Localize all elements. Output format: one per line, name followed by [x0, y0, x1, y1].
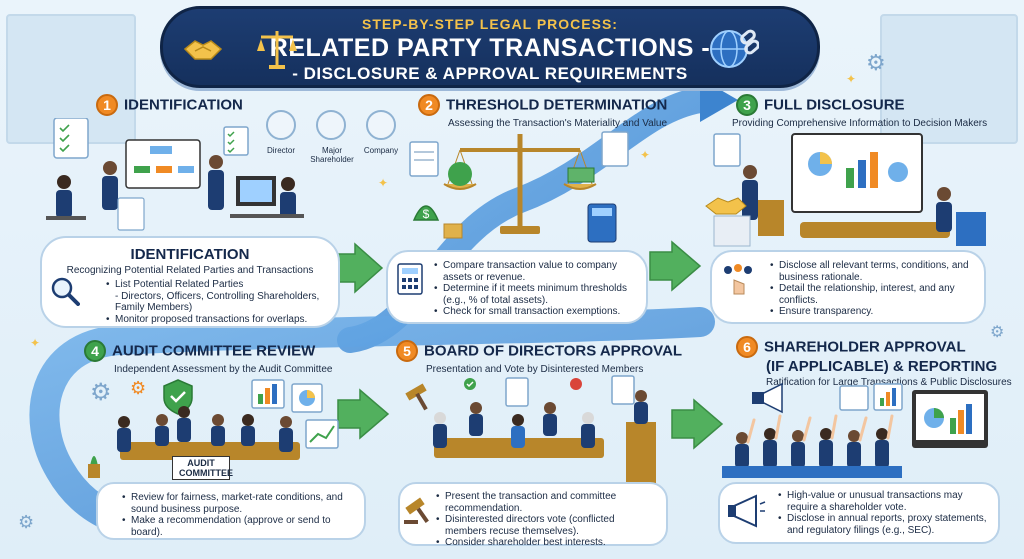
boardroom-presentation-illustration: [705, 133, 986, 247]
role-label-major-shareholder: Major Shareholder: [310, 146, 354, 164]
step-6-title-line1: SHAREHOLDER APPROVAL: [764, 338, 966, 356]
banner-subtitle: - DISCLOSURE & APPROVAL REQUIREMENTS: [292, 64, 688, 83]
step-6-title-line2: (IF APPLICABLE) & REPORTING: [766, 358, 998, 375]
people-hand-icon: [724, 264, 752, 295]
step-5-subtitle: Presentation and Vote by Disinterested M…: [426, 364, 644, 375]
step-5-bullet: Disinterested directors vote (conflicted…: [436, 514, 656, 537]
audit-committee-meeting-illustration: ⚙ ⚙: [88, 378, 339, 478]
step-3-title: FULL DISCLOSURE: [764, 96, 905, 114]
scales-icon: [257, 31, 297, 69]
gear-icon: ⚙: [18, 512, 35, 532]
sparkle-icon: ✦: [640, 148, 651, 162]
step-4-subtitle: Independent Assessment by the Audit Comm…: [114, 364, 333, 375]
role-label-company: Company: [363, 146, 399, 155]
step-5-title: BOARD OF DIRECTORS APPROVAL: [424, 342, 683, 360]
step-2-bullet: Check for small transaction exemptions.: [434, 306, 636, 318]
shareholder-vote-illustration: [722, 382, 988, 478]
step-4-bullet: Make a recommendation (approve or send t…: [122, 515, 354, 538]
title-banner: STEP-BY-STEP LEGAL PROCESS: RELATED PART…: [160, 6, 820, 88]
gavel-icon: [404, 497, 429, 524]
handshake-icon: [183, 40, 223, 60]
step-2-bullet: Determine if it meets minimum thresholds…: [434, 283, 636, 306]
banner-kicker: STEP-BY-STEP LEGAL PROCESS:: [362, 16, 618, 32]
magnifier-icon: [51, 277, 80, 306]
svg-text:⚙: ⚙: [90, 378, 112, 406]
step-6-bullet: High-value or unusual transactions may r…: [778, 490, 988, 513]
step-1-header: 1 IDENTIFICATION: [96, 94, 243, 116]
step-4-details-box: Review for fairness, market-rate conditi…: [96, 482, 366, 540]
step-3-header: 3 FULL DISCLOSURE Providing Comprehensive…: [732, 94, 987, 129]
step-1-box-heading: IDENTIFICATION: [130, 246, 250, 263]
step-6-subtitle: Ratification for Large Transactions & Pu…: [766, 377, 1012, 388]
step-1-details-box: IDENTIFICATION Recognizing Potential Rel…: [40, 236, 340, 328]
step-1-box-subtitle: Recognizing Potential Related Parties an…: [66, 265, 314, 276]
step-1-badge: 1: [96, 94, 118, 116]
step-3-subtitle: Providing Comprehensive Information to D…: [732, 118, 988, 129]
step-1-bullet-sub: - Directors, Officers, Controlling Share…: [115, 290, 320, 302]
director-avatar: [266, 110, 296, 140]
step-5-bullet: Consider shareholder best interests.: [436, 537, 656, 549]
step-1-title: IDENTIFICATION: [124, 96, 243, 114]
step-1-bullet: Monitor proposed transactions for overla…: [106, 314, 338, 326]
megaphone-icon: [728, 494, 766, 528]
sparkle-icon: ✦: [378, 176, 389, 190]
step-2-details-box: Compare transaction value to company ass…: [386, 250, 648, 324]
step-6-bullet: Disclose in annual reports, proxy statem…: [778, 513, 988, 536]
calculator-icon: [397, 263, 423, 295]
company-avatar: [366, 110, 396, 140]
step-3-bullet: Ensure transparency.: [770, 306, 974, 318]
step-3-badge: 3: [736, 94, 758, 116]
step-4-badge: 4: [84, 340, 106, 362]
gear-icon: ⚙: [866, 50, 886, 75]
board-vote-illustration: [405, 375, 656, 484]
step-5-details-box: Present the transaction and committee re…: [398, 482, 668, 549]
step-3-bullet: Disclose all relevant terms, conditions,…: [770, 260, 974, 283]
svg-text:$: $: [423, 207, 430, 221]
background-window-right: [880, 14, 1018, 144]
step-6-details-box: High-value or unusual transactions may r…: [718, 482, 1000, 544]
step-3-bullet: Detail the relationship, interest, and a…: [770, 283, 974, 306]
step-5-header: 5 BOARD OF DIRECTORS APPROVAL Presentatio…: [396, 340, 682, 375]
major-shareholder-avatar: [316, 110, 346, 140]
step-2-bullet: Compare transaction value to company ass…: [434, 260, 636, 283]
step-2-title: THRESHOLD DETERMINATION: [446, 96, 668, 114]
office-team-illustration: [46, 118, 304, 231]
threshold-scale-illustration: $: [409, 131, 629, 243]
step-4-title: AUDIT COMMITTEE REVIEW: [112, 342, 316, 360]
banner-title: RELATED PARTY TRANSACTIONS -: [269, 34, 711, 62]
arrow-step2-to-3: [649, 240, 702, 292]
step-4-bullet: Review for fairness, market-rate conditi…: [122, 492, 354, 515]
step-3-details-box: Disclose all relevant terms, conditions,…: [710, 250, 986, 324]
step-4-header: 4 AUDIT COMMITTEE REVIEW Independent Asse…: [84, 340, 332, 375]
sparkle-icon: ✦: [30, 336, 41, 350]
svg-text:⚙: ⚙: [130, 378, 146, 399]
sparkle-icon: ✦: [846, 72, 857, 86]
step-2-header: 2 THRESHOLD DETERMINATION Assessing the T…: [418, 94, 667, 129]
role-label-director: Director: [266, 146, 295, 155]
step-1-bullet-sub: Family Members): [115, 302, 193, 313]
step-6-badge: 6: [736, 336, 758, 358]
arrow-step5-to-6: [671, 398, 724, 450]
step-2-badge: 2: [418, 94, 440, 116]
checklist-clipboard-icon: [223, 126, 249, 156]
arrow-step4-to-5: [337, 388, 390, 440]
step-6-header: 6 SHAREHOLDER APPROVAL (IF APPLICABLE) & …: [736, 336, 1012, 388]
step-5-badge: 5: [396, 340, 418, 362]
globe-link-icon: [710, 29, 759, 68]
step-1-bullet: List Potential Related Parties: [106, 279, 338, 291]
step-2-subtitle: Assessing the Transaction's Materiality …: [448, 118, 668, 129]
step-5-bullet: Present the transaction and committee re…: [436, 491, 656, 514]
audit-committee-sign: AUDIT COMMITTEE: [172, 456, 233, 480]
gear-icon: ⚙: [990, 324, 1005, 341]
